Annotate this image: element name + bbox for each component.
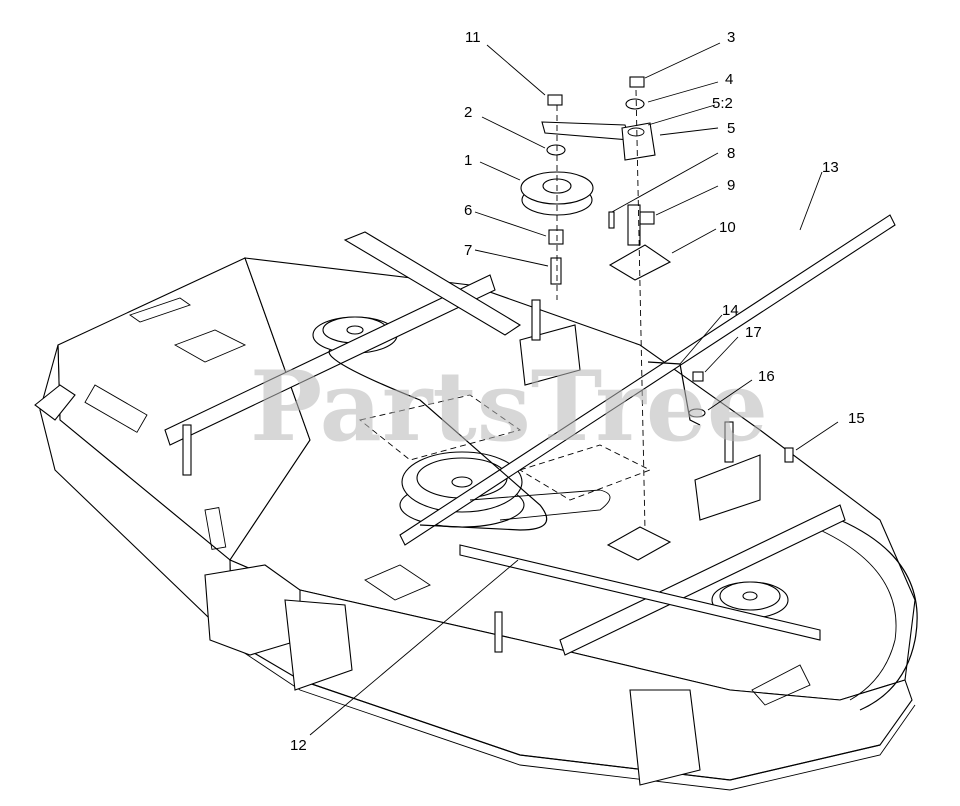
deck-posts <box>182 299 734 653</box>
callout-6: 6 <box>464 202 472 219</box>
deck-cross-bars <box>164 214 896 656</box>
leader-lines <box>309 42 839 736</box>
watermark: PartsTree <box>250 350 768 463</box>
idler-pulley-assembly <box>520 76 794 561</box>
callout-9: 9 <box>727 177 735 194</box>
callout-13: 13 <box>822 159 839 176</box>
callout-15: 15 <box>848 410 865 427</box>
callout-14: 14 <box>722 302 739 319</box>
callout-10: 10 <box>719 219 736 236</box>
center-spindle-pulley <box>399 451 525 528</box>
callout-12: 12 <box>290 737 307 754</box>
callout-5: 5 <box>727 120 735 137</box>
callout-17: 17 <box>745 324 762 341</box>
callout-2: 2 <box>464 104 472 121</box>
callout-7: 7 <box>464 242 472 259</box>
callout-16: 16 <box>758 368 775 385</box>
callout-8: 8 <box>727 145 735 162</box>
callout-5-2: 5:2 <box>712 95 733 112</box>
callout-3: 3 <box>727 29 735 46</box>
callout-4: 4 <box>725 71 733 88</box>
callout-labels: 11 3 4 5:2 5 2 1 8 9 13 6 10 7 14 17 16 … <box>290 29 865 754</box>
drive-belt <box>328 349 611 531</box>
callout-1: 1 <box>464 152 472 169</box>
callout-11: 11 <box>465 29 481 46</box>
